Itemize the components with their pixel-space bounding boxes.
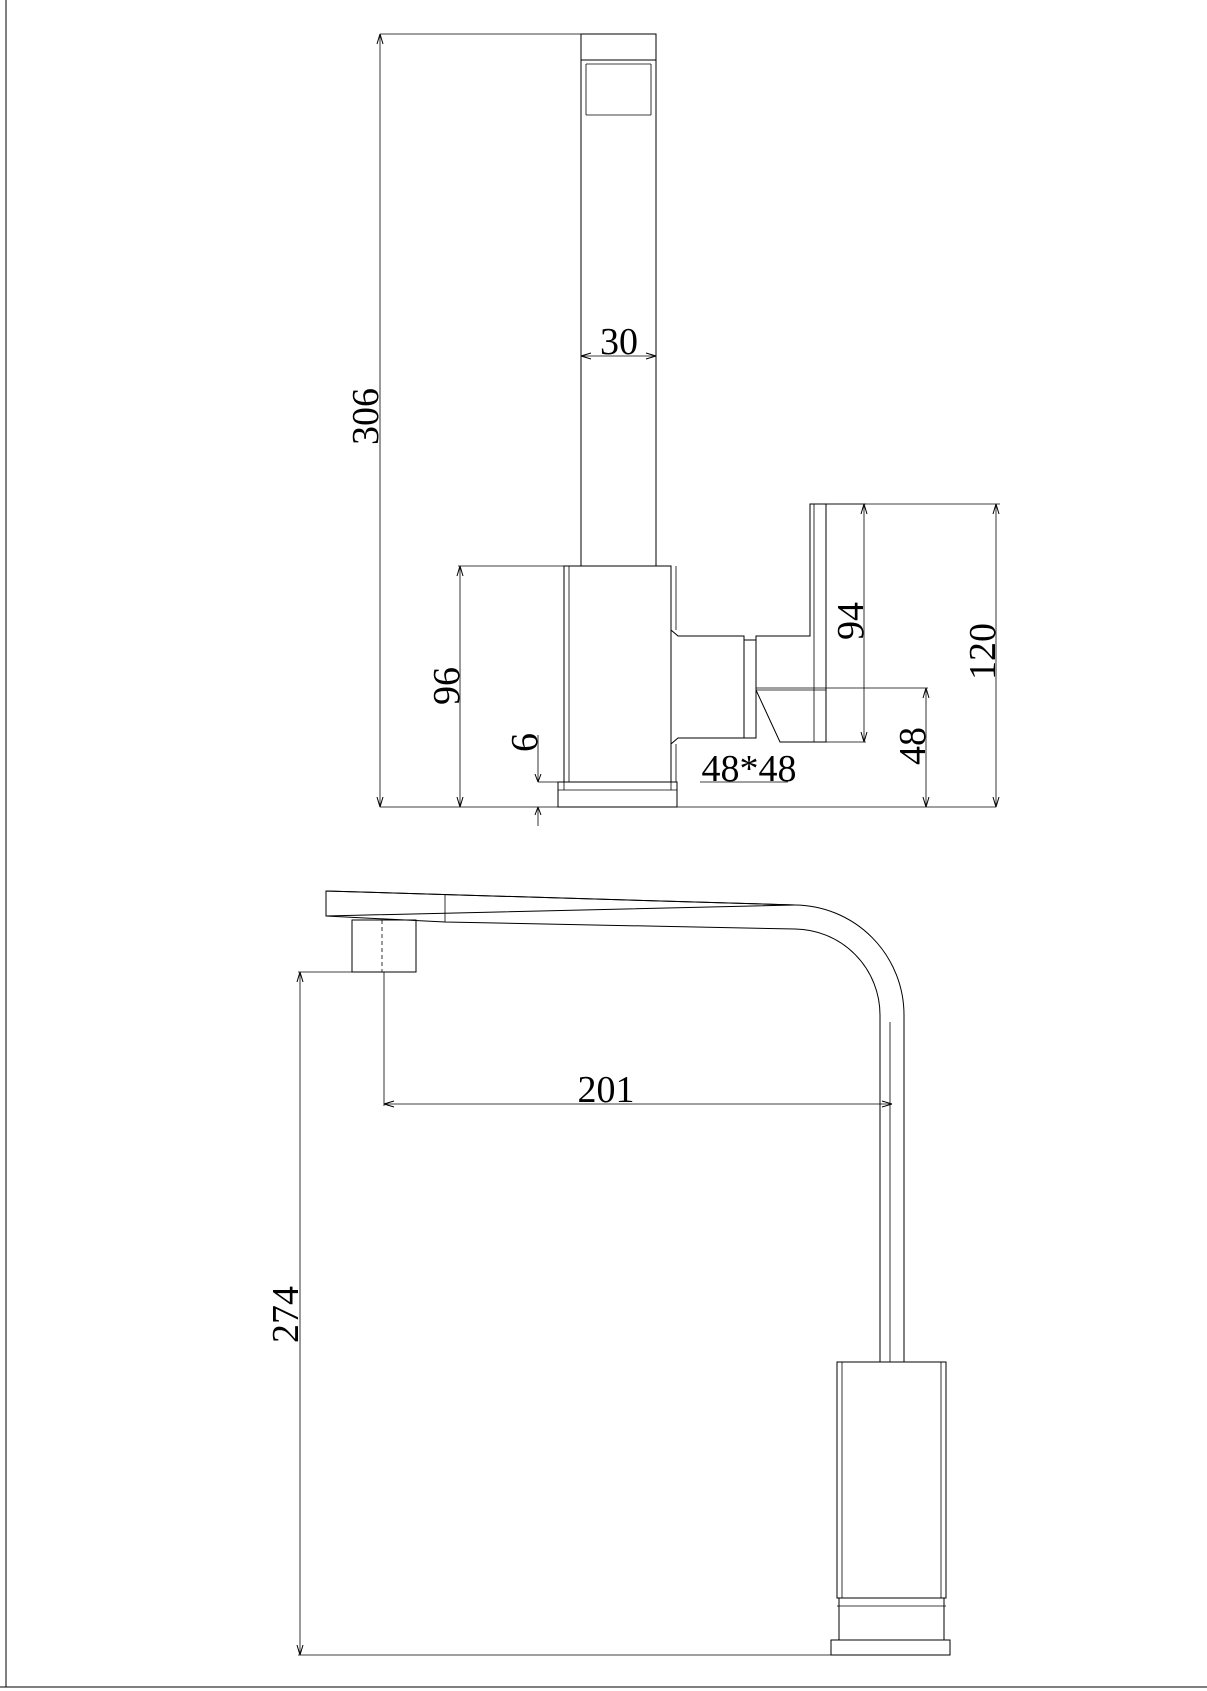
side-view-dimensions: 201 274 [265,971,893,1656]
dim-48: 48 [892,727,934,765]
dim-120: 120 [962,623,1004,680]
dim-30: 30 [600,321,638,363]
dim-48x48: 48*48 [702,748,797,790]
dim-6: 6 [504,733,546,752]
front-view-dimensions: 306 30 96 6 48*48 94 48 120 [345,33,1004,826]
dim-306: 306 [345,388,387,445]
dim-274: 274 [265,1286,307,1343]
faucet-front-view [557,33,827,808]
faucet-side-view [325,890,951,1656]
dim-94: 94 [830,602,872,640]
dim-96: 96 [426,667,468,705]
dim-201: 201 [578,1069,635,1111]
